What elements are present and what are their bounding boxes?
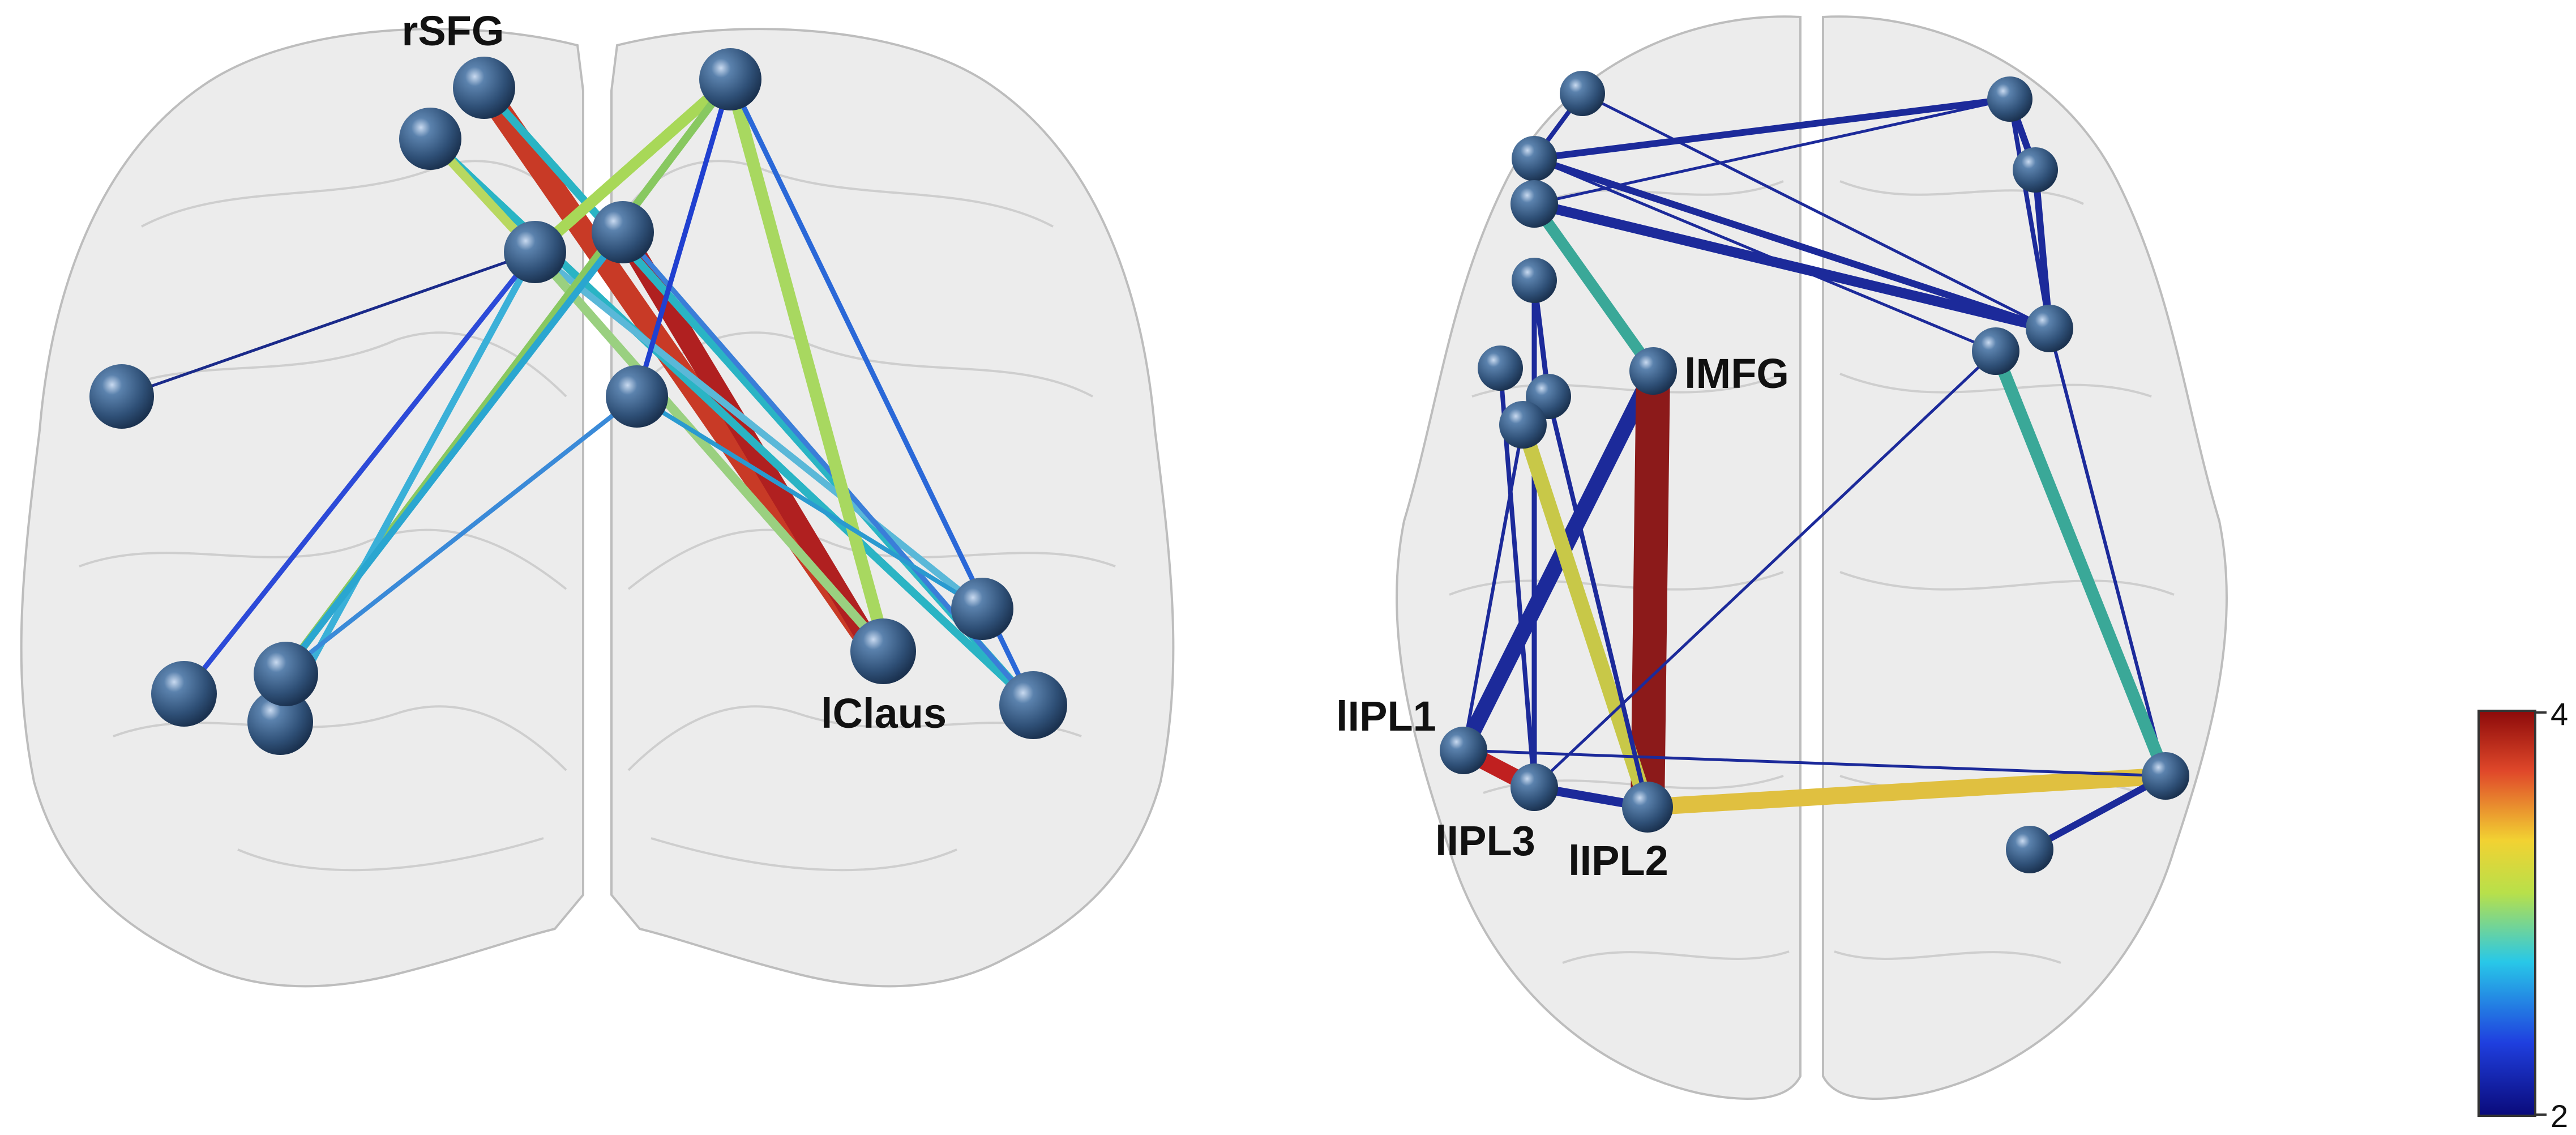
node-lclaus — [850, 618, 916, 684]
label-lclaus: lClaus — [821, 690, 947, 737]
node-lipl2 — [1622, 782, 1673, 833]
coronal-edges — [120, 73, 1037, 723]
node — [2142, 752, 2189, 800]
node-lipl3 — [1510, 763, 1558, 811]
axial-edge — [1533, 97, 2012, 206]
axial-edge — [1529, 198, 1659, 377]
axial-edge — [1631, 354, 1670, 824]
coronal-edge — [530, 248, 891, 656]
axial-edge — [1462, 423, 1525, 752]
node — [1499, 401, 1547, 449]
axial-edge — [1531, 155, 2053, 332]
coronal-edge — [181, 249, 538, 697]
node — [2013, 147, 2058, 193]
axial-brain-outline — [1396, 15, 2228, 1100]
colorbar-gradient — [2477, 710, 2536, 1117]
axial-edge — [1989, 345, 2172, 782]
coronal-edge — [529, 74, 736, 258]
axial-edge — [1546, 394, 1650, 809]
coronal-edge — [532, 249, 986, 612]
node — [1512, 258, 1557, 303]
node — [1972, 327, 2019, 375]
node — [1510, 180, 1558, 228]
node-rsfg — [453, 57, 515, 119]
node — [151, 661, 217, 727]
node — [951, 578, 1013, 640]
axial-edge — [2008, 97, 2052, 331]
label-lipl2: lIPL2 — [1568, 837, 1668, 884]
node — [1478, 345, 1523, 391]
node — [247, 689, 313, 755]
node — [2026, 305, 2073, 352]
coronal-brain-view: rSFG lClaus — [20, 7, 1175, 988]
coronal-edge — [281, 394, 639, 676]
axial-edge — [1533, 349, 1997, 789]
coronal-nodes — [89, 48, 1067, 755]
node — [606, 365, 668, 428]
axial-edge — [2026, 773, 2169, 853]
node — [399, 108, 461, 170]
axial-edge — [1456, 363, 1661, 758]
coronal-edge — [120, 250, 537, 398]
axial-edge — [1531, 96, 2013, 162]
node — [699, 48, 761, 110]
node — [1512, 136, 1557, 181]
label-lipl3: lIPL3 — [1435, 817, 1535, 864]
axial-edge — [1516, 417, 1655, 814]
node — [1560, 71, 1605, 116]
axial-edge — [1529, 199, 2055, 334]
label-lmfg: lMFG — [1684, 350, 1789, 397]
coronal-edge — [634, 76, 733, 399]
node — [504, 221, 566, 283]
node — [254, 642, 318, 706]
node-lipl1 — [1440, 727, 1487, 774]
coronal-edge — [635, 394, 985, 611]
colorbar-min-label: 2 — [2551, 1098, 2568, 1134]
node — [1987, 76, 2032, 122]
axial-edge — [1462, 749, 2167, 778]
node — [999, 671, 1067, 739]
coronal-edge — [280, 229, 626, 677]
node — [2006, 826, 2053, 873]
axial-edge — [1581, 92, 2051, 330]
axial-nodes — [1440, 71, 2189, 873]
axial-edge — [2048, 327, 2167, 778]
coronal-brain-outline — [20, 28, 1175, 988]
axial-edge — [1639, 767, 2174, 816]
node — [89, 364, 154, 429]
colorbar: 4 2 — [2477, 696, 2568, 1134]
axial-brain-view: lMFG lIPL1 lIPL3 lIPL2 — [1336, 15, 2228, 1100]
label-rsfg: rSFG — [402, 7, 504, 54]
node-lmfg — [1629, 347, 1677, 395]
coronal-edge — [724, 73, 892, 658]
label-lipl1: lIPL1 — [1336, 693, 1436, 740]
node — [592, 201, 654, 263]
colorbar-max-label: 4 — [2551, 696, 2568, 732]
